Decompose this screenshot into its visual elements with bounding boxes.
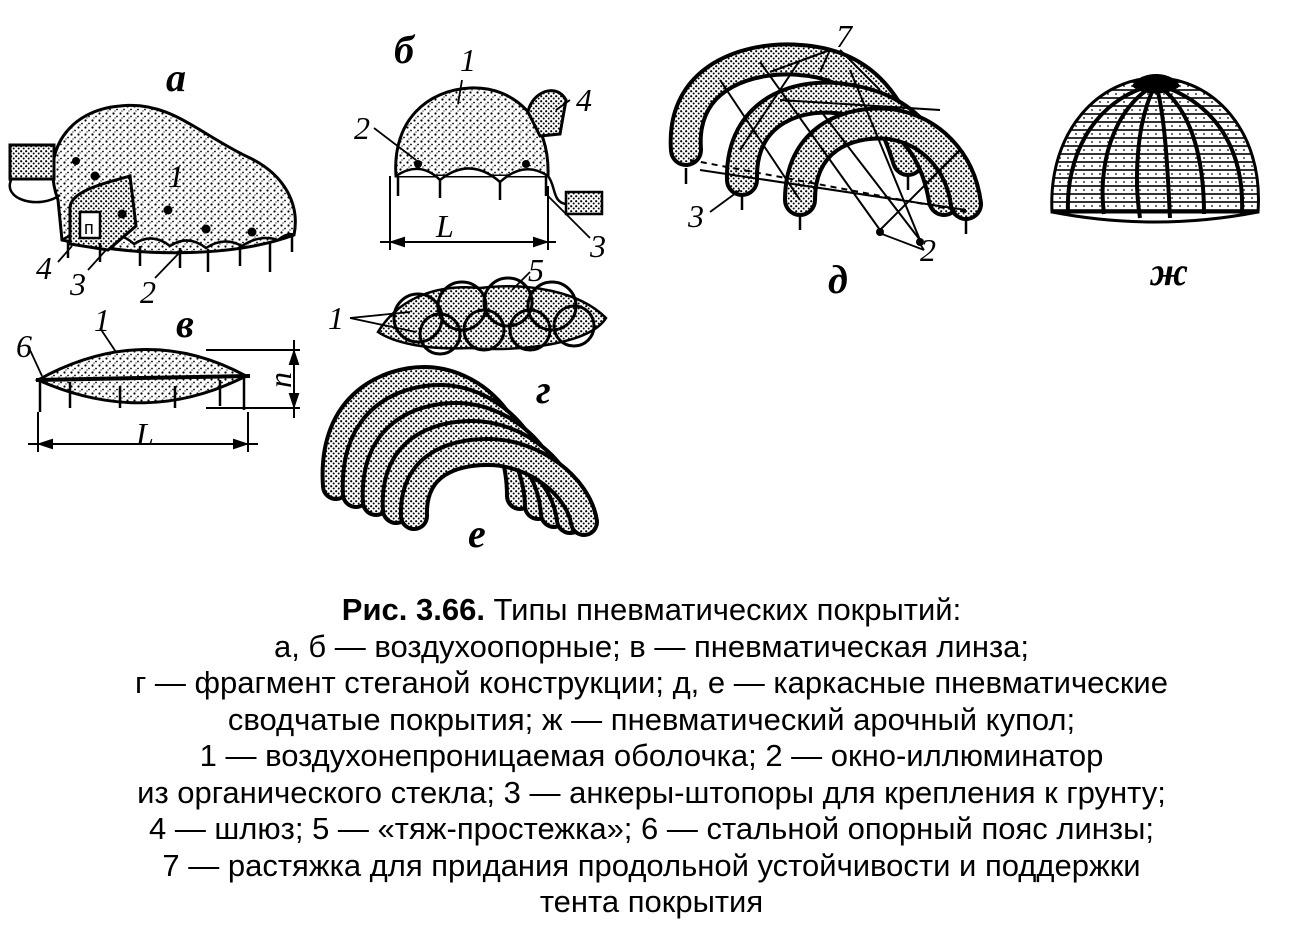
- label-d-2: 2: [920, 232, 936, 268]
- label-d-7: 7: [836, 18, 852, 54]
- label-v-1: 1: [94, 302, 110, 338]
- label-b-4: 4: [576, 82, 592, 118]
- panel-g-drawing: [349, 271, 608, 356]
- panel-label-v: в: [176, 301, 194, 346]
- panel-label-d: д: [828, 257, 848, 302]
- label-d-3: 3: [688, 198, 704, 234]
- panel-e-drawing: [320, 364, 599, 537]
- label-a-2: 2: [140, 274, 156, 310]
- label-b-2: 2: [354, 110, 370, 146]
- panel-b-drawing: [373, 79, 604, 250]
- caption-line-4: 1 — воздухонепроницаемая оболочка; 2 — о…: [199, 738, 1104, 773]
- panel-label-zh: ж: [1150, 249, 1189, 294]
- svg-text:п: п: [84, 218, 94, 238]
- figure-caption: Рис. 3.66. Типы пневматических покрытий:…: [0, 592, 1303, 921]
- figure: п: [8, 18, 1260, 556]
- caption-line-7: 7 — растяжка для придания продольной уст…: [162, 847, 1141, 883]
- caption-figure-title: Типы пневматических покрытий:: [484, 592, 962, 627]
- panel-label-a: а: [166, 55, 186, 100]
- panel-label-e: е: [468, 511, 486, 556]
- label-b-L: L: [436, 208, 454, 244]
- caption-line-1: а, б — воздухоопорные; в — пневматическа…: [273, 628, 1030, 664]
- label-v-L: L: [136, 416, 154, 452]
- label-a-4: 4: [36, 250, 52, 286]
- diagram-drawing: п: [8, 42, 1260, 537]
- label-a-1: 1: [168, 158, 184, 194]
- panel-v-drawing: [28, 327, 300, 452]
- panel-a-blower: [8, 143, 56, 181]
- label-b-1: 1: [460, 42, 476, 78]
- panel-a-drawing: п: [8, 103, 297, 279]
- caption-line-3: сводчатые покрытия; ж — пневматический а…: [227, 701, 1076, 737]
- caption-line-6: 4 — шлюз; 5 — «тяж-простежка»; 6 — сталь…: [148, 811, 1155, 846]
- panel-label-g: г: [536, 367, 551, 412]
- label-a-3: 3: [70, 266, 86, 302]
- panel-d-drawing: [668, 42, 983, 251]
- panel-b-dome: [394, 86, 550, 178]
- panel-b-airlock: [526, 89, 568, 138]
- label-b-3: 3: [590, 228, 606, 264]
- caption-title-line: Рис. 3.66. Типы пневматических покрытий:: [0, 592, 1303, 629]
- panel-label-b: б: [394, 27, 414, 72]
- caption-line-2: г — фрагмент стеганой конструкции; д, е …: [134, 665, 1168, 700]
- label-g-5: 5: [528, 252, 544, 288]
- label-g-1: 1: [328, 300, 344, 336]
- label-v-6: 6: [16, 328, 32, 364]
- caption-figure-number: Рис. 3.66.: [341, 592, 485, 627]
- label-v-n: n: [262, 372, 298, 388]
- panel-zh-drawing: [1050, 74, 1260, 224]
- caption-line-5: из органического стекла; 3 — анкеры-штоп…: [137, 774, 1166, 810]
- caption-line-8: тента покрытия: [539, 884, 764, 919]
